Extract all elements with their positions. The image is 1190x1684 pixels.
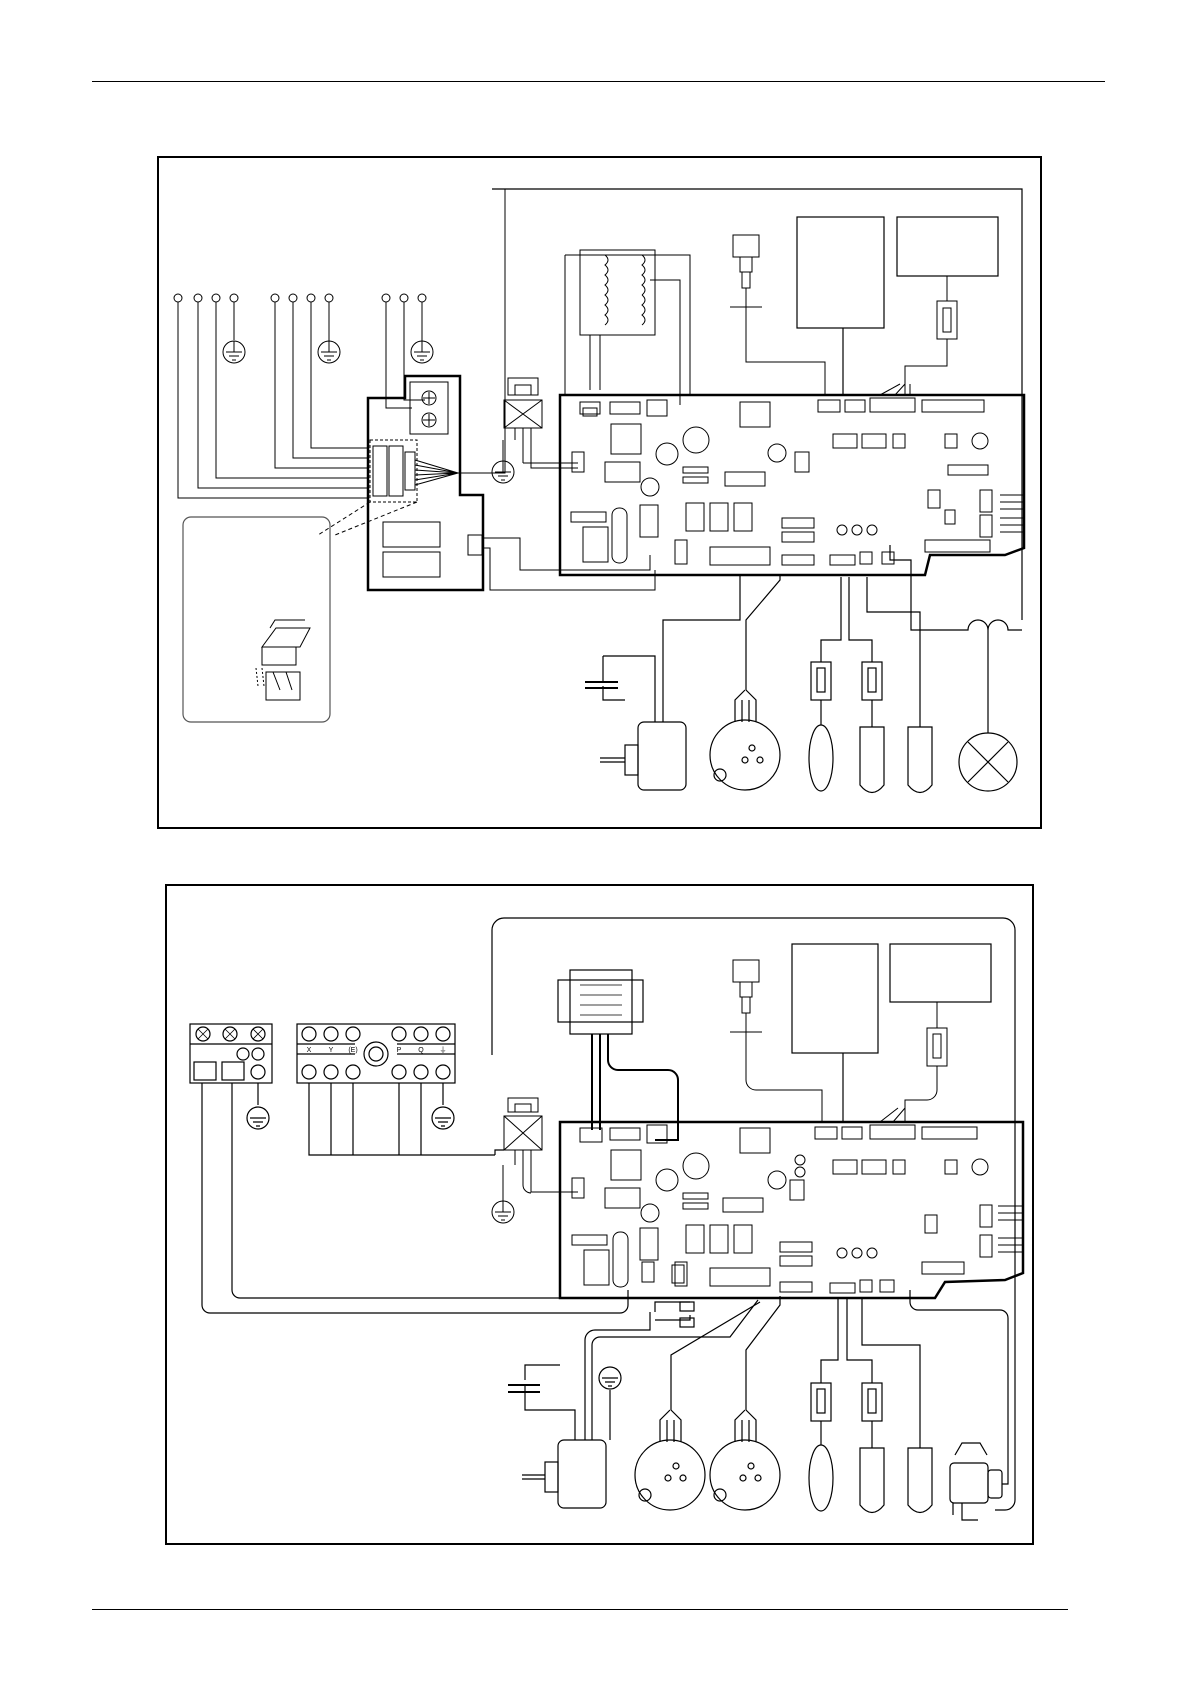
top-terminal-posts (174, 294, 426, 498)
terminal-label-p: P (397, 1047, 402, 1054)
terminal-label-q: Q (418, 1047, 424, 1054)
bottom-diagram: X Y (E) P Q ⏚ (190, 918, 1023, 1520)
bottom-terminal-block-left (190, 1024, 628, 1313)
terminal-label-ground: ⏚ (440, 1046, 447, 1054)
terminal-label-e: (E) (348, 1047, 357, 1054)
bottom-pump-icon (910, 1290, 1008, 1520)
bottom-transformer-icon (558, 970, 678, 1140)
top-right-edge-wires (1000, 495, 1024, 532)
top-display-box-right (897, 217, 998, 276)
bottom-display-box-left (792, 944, 878, 1053)
top-lamp-icon (890, 545, 1022, 791)
top-display-box-left (797, 217, 884, 328)
top-pcb-components (571, 398, 992, 565)
bottom-right-edge-wires (998, 1206, 1023, 1252)
bottom-stepper-motor-icon-2 (710, 1296, 780, 1510)
bottom-sensor-plug-right (880, 1002, 947, 1122)
bottom-main-pcb (560, 1122, 1023, 1298)
bottom-float-switch-icon (730, 960, 822, 1122)
bottom-stepper-motor-icon-1 (635, 1302, 760, 1510)
bottom-display-box-right (890, 944, 991, 1002)
bottom-fan-motor-icon (508, 1300, 758, 1508)
top-float-switch-icon (730, 235, 825, 395)
bottom-terminal-block-right (297, 1024, 504, 1155)
top-diagram (174, 189, 1024, 793)
top-stepper-motor-icon (710, 575, 780, 790)
bottom-thermistor-icons (809, 1298, 932, 1513)
top-connector-callout (183, 502, 417, 722)
bottom-solenoid-icon (492, 1098, 584, 1223)
terminal-label-x: X (307, 1047, 312, 1054)
terminal-label-y: Y (329, 1047, 334, 1054)
top-transformer-icon (565, 250, 690, 405)
top-fan-motor-icon (585, 575, 740, 790)
top-solenoid-icon (504, 378, 584, 472)
bottom-pcb-components (572, 1125, 992, 1293)
top-main-pcb (560, 395, 1024, 575)
top-thermistor-icons (809, 577, 932, 793)
top-sensor-plug-right (880, 276, 957, 395)
